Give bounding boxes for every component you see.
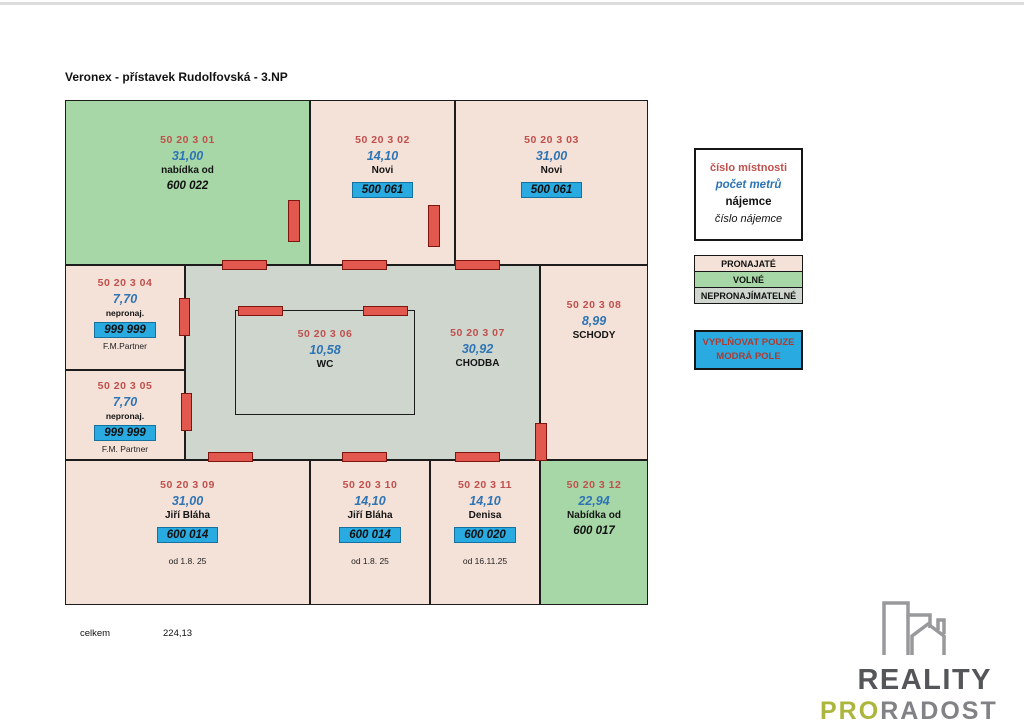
status-nonrentable: NEPRONAJÍMATELNÉ bbox=[695, 288, 802, 303]
room-area: 14,10 bbox=[469, 494, 501, 508]
room-tenant: nepronaj. bbox=[105, 308, 145, 318]
room-id: 50 20 3 01 bbox=[160, 134, 215, 146]
building-icon bbox=[820, 590, 992, 661]
door-marker bbox=[363, 306, 408, 316]
door-marker bbox=[342, 452, 387, 462]
room-tenant: Jiří Bláha bbox=[164, 510, 211, 521]
room-50-20-3-09: 50 20 3 09 31,00 Jiří Bláha 600 014 od 1… bbox=[65, 460, 310, 605]
tenant-number: 600 022 bbox=[166, 180, 209, 192]
door-marker bbox=[428, 205, 440, 247]
legend-tenant-label: nájemce bbox=[725, 196, 772, 208]
door-marker bbox=[222, 260, 267, 270]
room-id: 50 20 3 03 bbox=[524, 134, 579, 146]
scan-artifact-line bbox=[0, 2, 1024, 5]
room-area: 14,10 bbox=[354, 494, 386, 508]
note-line-2: MODRÁ POLE bbox=[716, 350, 781, 362]
room-area: 31,00 bbox=[171, 149, 204, 163]
room-50-20-3-03: 50 20 3 03 31,00 Novi 500 061 bbox=[455, 100, 648, 265]
door-marker bbox=[535, 423, 547, 461]
logo-proradost-text: PRORADOST bbox=[820, 697, 996, 724]
page-title: Veronex - přístavek Rudolfovská - 3.NP bbox=[65, 70, 288, 84]
total-label: celkem bbox=[80, 628, 111, 639]
logo-reality-text: REALITY bbox=[857, 664, 992, 696]
lease-start-note: od 1.8. 25 bbox=[351, 556, 389, 566]
tenant-number-field: 500 061 bbox=[351, 182, 414, 198]
room-50-20-3-04: 50 20 3 04 7,70 nepronaj. 999 999 F.M.Pa… bbox=[65, 265, 185, 370]
room-id: 50 20 3 09 bbox=[160, 479, 215, 491]
legend-box: číslo místnosti počet metrů nájemce čísl… bbox=[694, 148, 803, 241]
room-tenant: Nabídka od bbox=[567, 510, 621, 521]
room-tenant: Novi bbox=[540, 165, 563, 176]
tenant-sub-label: F.M. Partner bbox=[101, 444, 149, 454]
room-area: 8,99 bbox=[581, 314, 607, 328]
status-rented: PRONAJATÉ bbox=[695, 256, 802, 272]
room-tenant: nepronaj. bbox=[105, 411, 145, 421]
room-tenant: Novi bbox=[371, 165, 394, 176]
room-id: 50 20 3 04 bbox=[97, 277, 153, 289]
room-50-20-3-10: 50 20 3 10 14,10 Jiří Bláha 600 014 od 1… bbox=[310, 460, 430, 605]
total-value: 224,13 bbox=[163, 628, 193, 639]
room-area: 31,00 bbox=[535, 149, 568, 163]
door-marker bbox=[455, 260, 500, 270]
tenant-number-field: 600 014 bbox=[339, 527, 401, 543]
room-id: 50 20 3 06 bbox=[297, 328, 353, 340]
room-tenant: nabídka od bbox=[161, 165, 214, 176]
room-tenant: CHODBA bbox=[455, 358, 500, 369]
door-marker bbox=[208, 452, 253, 462]
room-area: 22,94 bbox=[578, 494, 610, 508]
room-50-20-3-06-wc: 50 20 3 06 10,58 WC bbox=[235, 310, 415, 415]
status-free: VOLNÉ bbox=[695, 272, 802, 288]
tenant-number-field: 500 061 bbox=[520, 182, 583, 198]
room-50-20-3-02: 50 20 3 02 14,10 Novi 500 061 bbox=[310, 100, 455, 265]
chodba-labels: 50 20 3 07 30,92 CHODBA bbox=[420, 327, 535, 373]
room-area: 7,70 bbox=[112, 395, 138, 409]
door-marker bbox=[181, 393, 192, 431]
room-tenant: WC bbox=[316, 359, 334, 370]
door-marker bbox=[238, 306, 283, 316]
logo: REALITY PRORADOST bbox=[820, 590, 996, 724]
tenant-sub-label: F.M.Partner bbox=[103, 341, 147, 351]
room-id: 50 20 3 07 bbox=[450, 327, 505, 339]
tenant-number-field: 600 020 bbox=[454, 527, 516, 543]
lease-start-note: od 16.11.25 bbox=[462, 556, 508, 566]
door-marker bbox=[342, 260, 387, 270]
door-marker bbox=[179, 298, 190, 336]
room-id: 50 20 3 12 bbox=[566, 479, 622, 491]
room-id: 50 20 3 02 bbox=[355, 134, 410, 146]
status-color-key: PRONAJATÉ VOLNÉ NEPRONAJÍMATELNÉ bbox=[694, 255, 803, 304]
tenant-number-field: 600 014 bbox=[156, 527, 219, 543]
room-tenant: Jiří Bláha bbox=[347, 510, 393, 521]
room-tenant: Denisa bbox=[468, 510, 502, 521]
room-50-20-3-08: 50 20 3 08 8,99 SCHODY bbox=[540, 265, 648, 460]
floor-plan: 50 20 3 01 31,00 nabídka od 600 022 50 2… bbox=[65, 100, 648, 605]
room-50-20-3-11: 50 20 3 11 14,10 Denisa 600 020 od 16.11… bbox=[430, 460, 540, 605]
room-area: 30,92 bbox=[461, 342, 494, 356]
room-area: 7,70 bbox=[112, 292, 138, 306]
legend-meters-label: počet metrů bbox=[715, 179, 782, 191]
blue-fields-note: VYPLŇOVAT POUZE MODRÁ POLE bbox=[694, 330, 803, 370]
room-id: 50 20 3 08 bbox=[566, 299, 622, 311]
lease-start-note: od 1.8. 25 bbox=[168, 556, 207, 566]
room-id: 50 20 3 11 bbox=[457, 479, 513, 491]
room-tenant: SCHODY bbox=[572, 330, 616, 341]
tenant-number-field: 999 999 bbox=[94, 425, 156, 441]
tenant-number-field: 999 999 bbox=[94, 322, 156, 338]
note-line-1: VYPLŇOVAT POUZE bbox=[702, 337, 795, 348]
room-area: 10,58 bbox=[309, 343, 341, 357]
logo-radost-text: RADOST bbox=[880, 697, 998, 724]
tenant-number: 600 017 bbox=[573, 525, 615, 537]
legend-tenant-number-label: číslo nájemce bbox=[714, 213, 783, 225]
logo-pro-text: PRO bbox=[820, 697, 881, 724]
room-50-20-3-01: 50 20 3 01 31,00 nabídka od 600 022 bbox=[65, 100, 310, 265]
room-area: 14,10 bbox=[366, 149, 399, 163]
room-50-20-3-12: 50 20 3 12 22,94 Nabídka od 600 017 bbox=[540, 460, 648, 605]
room-id: 50 20 3 05 bbox=[97, 380, 153, 392]
room-area: 31,00 bbox=[171, 494, 204, 508]
room-id: 50 20 3 10 bbox=[342, 479, 398, 491]
door-marker bbox=[455, 452, 500, 462]
door-marker bbox=[288, 200, 300, 242]
room-50-20-3-05: 50 20 3 05 7,70 nepronaj. 999 999 F.M. P… bbox=[65, 370, 185, 460]
legend-room-number-label: číslo místnosti bbox=[709, 162, 788, 174]
